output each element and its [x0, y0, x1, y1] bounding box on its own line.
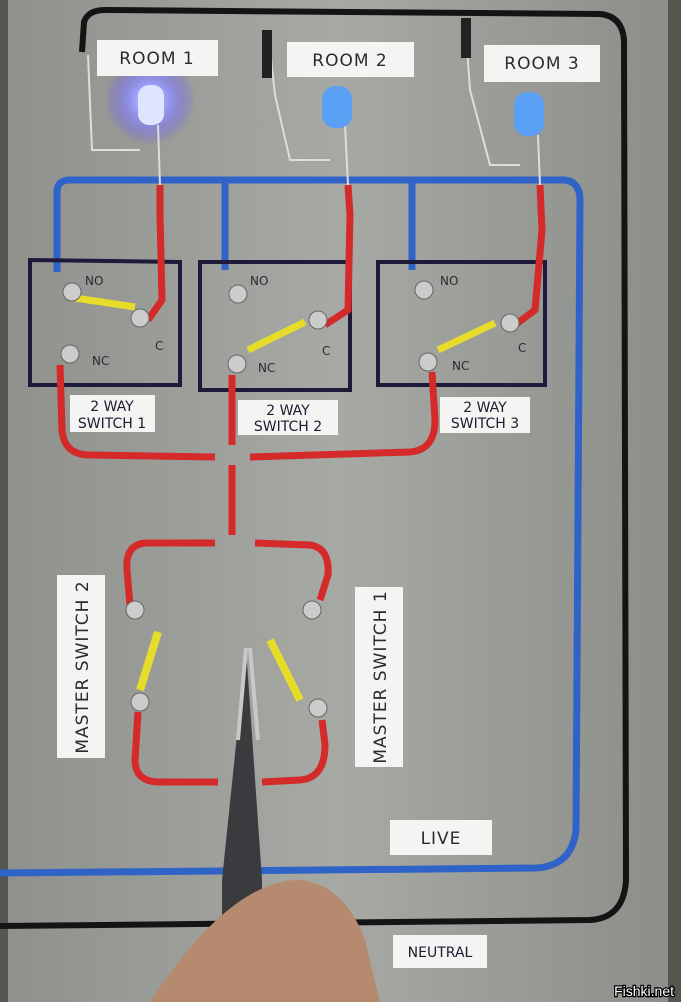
neutral-label: NEUTRAL [393, 935, 487, 968]
svg-text:MASTER SWITCH 2: MASTER SWITCH 2 [73, 580, 93, 753]
svg-text:SWITCH 1: SWITCH 1 [78, 416, 146, 432]
svg-text:C: C [518, 341, 526, 355]
led-room-1 [87, 54, 195, 186]
room-2-label: ROOM 2 [287, 42, 414, 77]
two-way-switch-2: NO NC C [198, 184, 354, 392]
svg-text:NC: NC [92, 354, 109, 368]
resistor [461, 18, 471, 58]
svg-text:2 WAY: 2 WAY [266, 403, 310, 419]
board [8, 0, 668, 1002]
master-switch-2-label: MASTER SWITCH 2 [57, 575, 105, 758]
live-label: LIVE [390, 820, 492, 855]
svg-text:ROOM 3: ROOM 3 [504, 54, 579, 74]
room-3-label: ROOM 3 [484, 45, 600, 82]
room-1-label: ROOM 1 [97, 40, 218, 76]
two-way-switch-3: NO NC C [376, 184, 547, 387]
svg-text:C: C [155, 339, 163, 353]
master-switch-1 [266, 600, 328, 718]
svg-text:NO: NO [440, 274, 458, 288]
master-switch-1-label: MASTER SWITCH 1 [355, 587, 403, 767]
two-way-switch-1: NO NC C [28, 185, 182, 387]
resistor [262, 30, 272, 78]
svg-text:C: C [322, 344, 330, 358]
svg-text:NC: NC [258, 361, 275, 375]
svg-text:2 WAY: 2 WAY [90, 399, 134, 415]
master-switch-2 [125, 600, 162, 712]
live-wire [0, 176, 584, 877]
svg-text:SWITCH 2: SWITCH 2 [254, 419, 322, 435]
svg-text:NEUTRAL: NEUTRAL [408, 945, 473, 961]
svg-text:ROOM 2: ROOM 2 [312, 51, 387, 71]
svg-text:NO: NO [250, 274, 268, 288]
neutral-wire [0, 6, 630, 929]
finger [150, 880, 380, 1002]
svg-text:NC: NC [452, 359, 469, 373]
led-room-3 [464, 19, 544, 186]
svg-text:MASTER SWITCH 1: MASTER SWITCH 1 [371, 590, 391, 763]
svg-text:LIVE: LIVE [421, 829, 462, 849]
master-switch-wire [123, 539, 332, 786]
svg-text:ROOM 1: ROOM 1 [119, 49, 194, 69]
nc-common-wire [56, 364, 439, 535]
watermark: Fishki.net [614, 983, 674, 999]
live-branch-wire [221, 182, 416, 270]
svg-text:2 WAY: 2 WAY [463, 400, 507, 416]
svg-text:NO: NO [85, 274, 103, 288]
svg-text:SWITCH 3: SWITCH 3 [451, 416, 519, 432]
